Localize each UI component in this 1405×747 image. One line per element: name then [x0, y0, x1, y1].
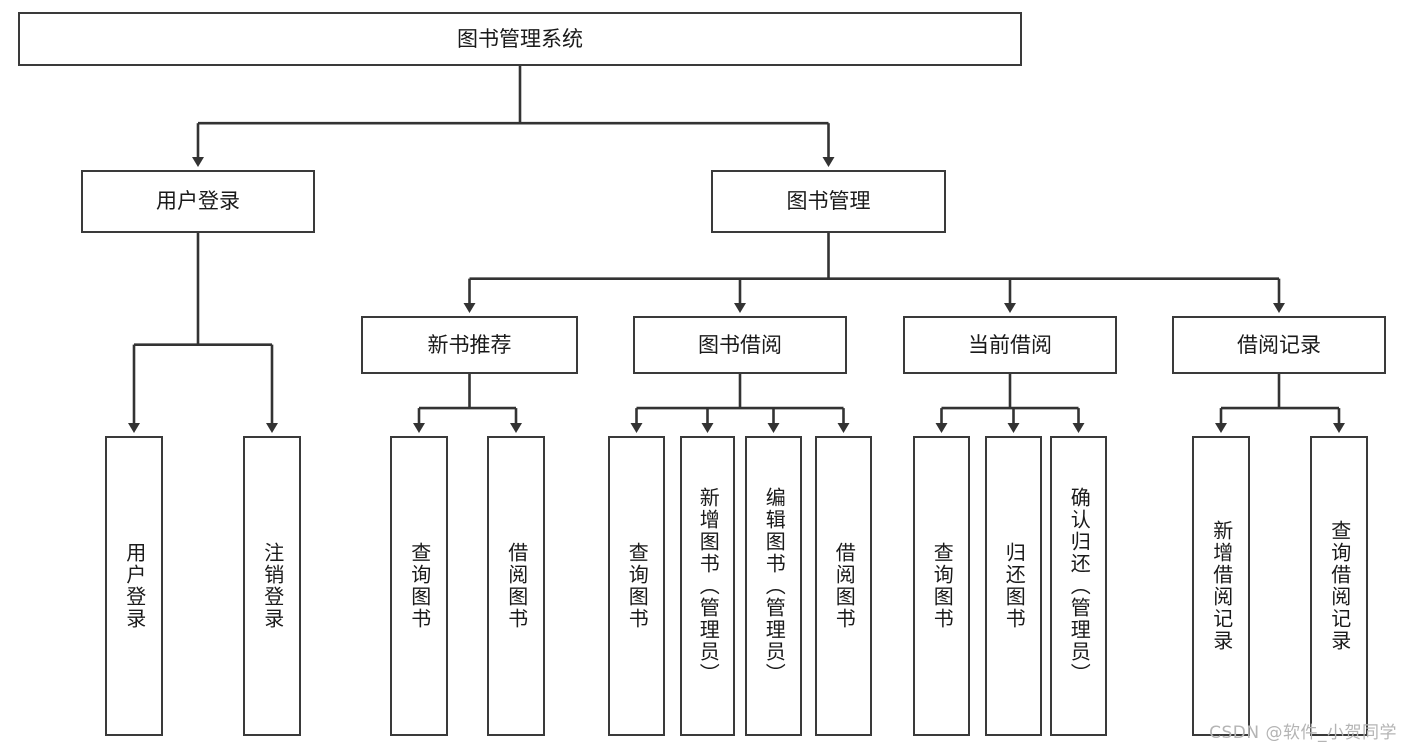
node-leaf-query-3[interactable]: 查询图书: [913, 436, 970, 736]
watermark-label: CSDN @软件_小贺同学: [1209, 723, 1397, 743]
node-leaf-logout[interactable]: 注销登录: [243, 436, 301, 736]
node-label-leaf-query-rec: 查询借阅记录: [1327, 520, 1352, 652]
node-label-leaf-return: 归还图书: [1002, 542, 1027, 630]
node-label-leaf-confirm: 确认归还（管理员）: [1067, 487, 1092, 685]
node-leaf-borrow-2[interactable]: 借阅图书: [815, 436, 872, 736]
node-label-leaf-borrow-2: 借阅图书: [832, 542, 857, 630]
node-label-borrow-record: 借阅记录: [1237, 332, 1321, 357]
node-user-login[interactable]: 用户登录: [81, 170, 315, 233]
node-label-leaf-query-2: 查询图书: [625, 542, 650, 630]
node-leaf-return[interactable]: 归还图书: [985, 436, 1042, 736]
node-new-book-rec[interactable]: 新书推荐: [361, 316, 578, 374]
node-label-current-borrow: 当前借阅: [968, 332, 1052, 357]
node-label-leaf-logout: 注销登录: [260, 542, 285, 630]
node-label-book-manage: 图书管理: [786, 189, 871, 214]
node-label-root: 图书管理系统: [457, 26, 583, 51]
node-label-new-book-rec: 新书推荐: [427, 332, 512, 357]
node-leaf-add-rec[interactable]: 新增借阅记录: [1192, 436, 1250, 736]
node-book-manage[interactable]: 图书管理: [711, 170, 946, 233]
node-leaf-query-2[interactable]: 查询图书: [608, 436, 665, 736]
node-label-leaf-query-1: 查询图书: [407, 542, 432, 630]
node-current-borrow[interactable]: 当前借阅: [903, 316, 1117, 374]
node-label-book-borrow: 图书借阅: [698, 332, 782, 357]
node-label-leaf-borrow-1: 借阅图书: [504, 542, 529, 630]
node-root[interactable]: 图书管理系统: [18, 12, 1022, 66]
node-label-leaf-user-login: 用户登录: [122, 542, 147, 630]
node-leaf-query-rec[interactable]: 查询借阅记录: [1310, 436, 1368, 736]
node-leaf-confirm[interactable]: 确认归还（管理员）: [1050, 436, 1107, 736]
node-leaf-user-login[interactable]: 用户登录: [105, 436, 163, 736]
node-borrow-record[interactable]: 借阅记录: [1172, 316, 1386, 374]
node-label-leaf-add-rec: 新增借阅记录: [1209, 520, 1234, 652]
node-leaf-edit-book[interactable]: 编辑图书（管理员）: [745, 436, 802, 736]
node-leaf-add-book[interactable]: 新增图书（管理员）: [680, 436, 735, 736]
node-label-leaf-query-3: 查询图书: [930, 542, 955, 630]
node-leaf-query-1[interactable]: 查询图书: [390, 436, 448, 736]
node-label-leaf-edit-book: 编辑图书（管理员）: [762, 487, 787, 685]
node-leaf-borrow-1[interactable]: 借阅图书: [487, 436, 545, 736]
node-label-user-login: 用户登录: [156, 189, 240, 214]
node-book-borrow[interactable]: 图书借阅: [633, 316, 847, 374]
node-label-leaf-add-book: 新增图书（管理员）: [696, 487, 721, 685]
